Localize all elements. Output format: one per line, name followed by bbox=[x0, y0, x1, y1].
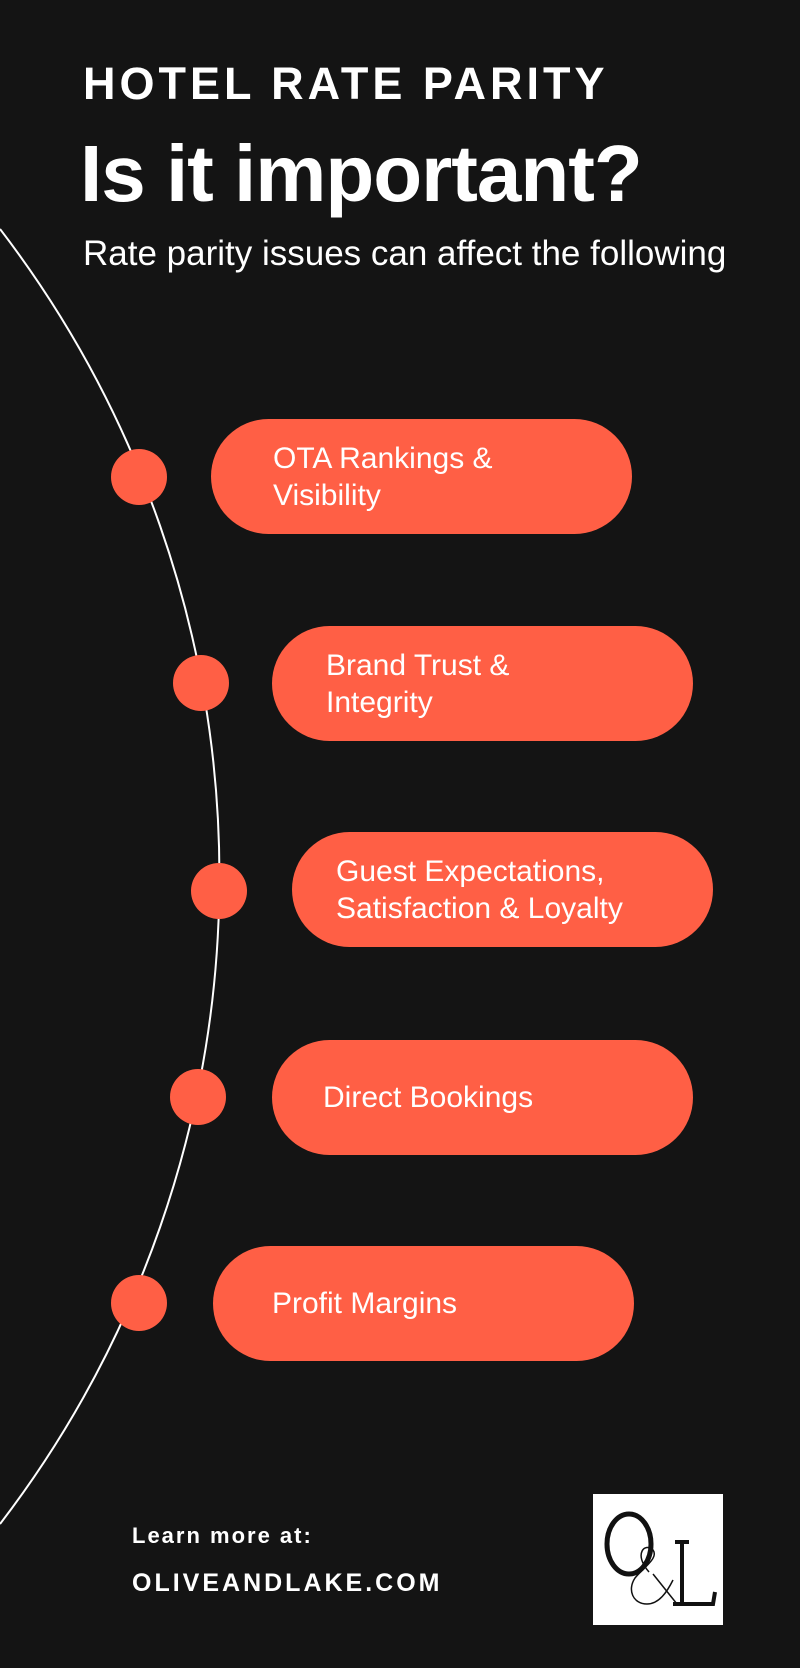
item-label: OTA Rankings & Visibility bbox=[273, 441, 493, 512]
logo-monogram-icon bbox=[604, 1511, 717, 1606]
timeline-dot bbox=[111, 1275, 167, 1331]
timeline-dot bbox=[173, 655, 229, 711]
kicker-heading: HOTEL RATE PARITY bbox=[83, 58, 609, 109]
subtitle: Rate parity issues can affect the follow… bbox=[83, 234, 727, 273]
page-title: Is it important? bbox=[80, 129, 643, 218]
item-pill-ota-rankings: OTA Rankings & Visibility bbox=[211, 419, 632, 534]
olive-and-lake-logo bbox=[593, 1494, 723, 1625]
timeline-dot bbox=[170, 1069, 226, 1125]
learn-more-label: Learn more at: bbox=[132, 1523, 313, 1548]
timeline-dot bbox=[111, 449, 167, 505]
item-pill-guest-expectations: Guest Expectations, Satisfaction & Loyal… bbox=[292, 832, 713, 947]
item-pill-direct-bookings: Direct Bookings bbox=[272, 1040, 693, 1155]
item-pill-profit-margins: Profit Margins bbox=[213, 1246, 634, 1361]
item-label: Profit Margins bbox=[272, 1287, 458, 1320]
item-label: Direct Bookings bbox=[323, 1081, 534, 1114]
timeline-dot bbox=[191, 863, 247, 919]
item-pill-brand-trust: Brand Trust & Integrity bbox=[272, 626, 693, 741]
item-label: Guest Expectations, Satisfaction & Loyal… bbox=[336, 854, 623, 925]
item-label: Brand Trust & Integrity bbox=[326, 648, 510, 719]
website-link[interactable]: OLIVEANDLAKE.COM bbox=[132, 1569, 443, 1597]
